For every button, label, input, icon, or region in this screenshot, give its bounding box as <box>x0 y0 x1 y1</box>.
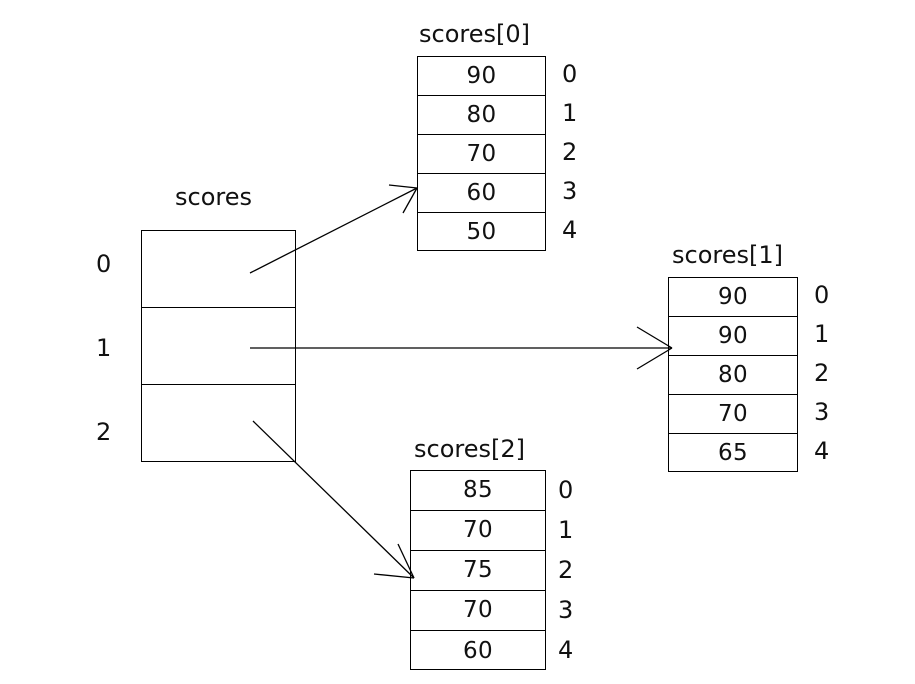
array-0-cell-2: 70 <box>418 135 545 174</box>
array-0-cell-4-value: 50 <box>466 219 497 245</box>
pointer-array-index-0: 0 <box>96 250 112 278</box>
array-2-cell-3: 70 <box>411 591 545 631</box>
array-0-index-0: 0 <box>562 60 578 88</box>
array-1-cell-0-value: 90 <box>717 283 749 310</box>
array-1-cell-2-value: 80 <box>717 361 749 388</box>
array-0-cell-1: 80 <box>418 96 545 135</box>
array-0-cell-3-value: 60 <box>466 179 497 206</box>
array-0-index-3: 3 <box>562 177 578 205</box>
array-0-index-2: 2 <box>562 138 578 166</box>
array-1-index-0: 0 <box>814 281 830 309</box>
array-1-cell-4: 65 <box>669 434 797 473</box>
array-2-index-2: 2 <box>558 556 574 584</box>
array-2-index-3: 3 <box>558 596 574 624</box>
array-0-cell-2-value: 70 <box>466 140 497 167</box>
array-1-cell-3: 70 <box>669 395 797 434</box>
array-1-cell-1: 90 <box>669 317 797 356</box>
pointer-array-cell-0 <box>142 231 295 308</box>
array-1-cell-3-value: 70 <box>717 400 749 427</box>
array-1-box: 90 90 80 70 65 <box>668 277 798 472</box>
array-2-cell-2-value: 75 <box>462 557 494 583</box>
array-2-cell-0: 85 <box>411 471 545 511</box>
pointer-array-title: scores <box>175 183 252 211</box>
array-0-cell-3: 60 <box>418 174 545 213</box>
array-1-cell-2: 80 <box>669 356 797 395</box>
array-1-index-4: 4 <box>814 437 830 465</box>
array-0-cell-4: 50 <box>418 213 545 252</box>
arrow-scores-1-to-array1 <box>250 326 673 370</box>
array-0-title: scores[0] <box>419 20 530 48</box>
array-2-cell-4-value: 60 <box>462 637 494 664</box>
pointer-array-box <box>141 230 296 462</box>
pointer-array-cell-2 <box>142 385 295 461</box>
array-2-cell-0-value: 85 <box>462 477 494 503</box>
array-0-index-4: 4 <box>562 216 578 244</box>
array-0-cell-0: 90 <box>418 57 545 96</box>
array-2-index-0: 0 <box>558 476 574 504</box>
array-2-box: 85 70 75 70 60 <box>410 470 546 670</box>
array-1-index-3: 3 <box>814 398 830 426</box>
array-0-box: 90 80 70 60 50 <box>417 56 546 251</box>
array-2-cell-1-value: 70 <box>462 517 494 543</box>
array-2-cell-1: 70 <box>411 511 545 551</box>
array-1-cell-1-value: 90 <box>717 322 749 349</box>
array-1-index-1: 1 <box>814 320 830 348</box>
array-1-cell-0: 90 <box>669 278 797 317</box>
array-2-index-4: 4 <box>558 636 574 664</box>
array-0-index-1: 1 <box>562 99 578 127</box>
array-2-title: scores[2] <box>414 435 525 463</box>
pointer-array-index-2: 2 <box>96 418 112 446</box>
array-1-index-2: 2 <box>814 359 830 387</box>
array-1-title: scores[1] <box>672 241 783 269</box>
pointer-array-index-1: 1 <box>96 334 112 362</box>
array-2-cell-4: 60 <box>411 631 545 671</box>
array-2-index-1: 1 <box>558 516 574 544</box>
array-2-cell-2: 75 <box>411 551 545 591</box>
array-1-cell-4-value: 65 <box>717 440 749 466</box>
array-0-cell-0-value: 90 <box>466 62 497 89</box>
array-0-cell-1-value: 80 <box>466 101 497 128</box>
array-2-cell-3-value: 70 <box>462 597 494 623</box>
pointer-array-cell-1 <box>142 308 295 385</box>
